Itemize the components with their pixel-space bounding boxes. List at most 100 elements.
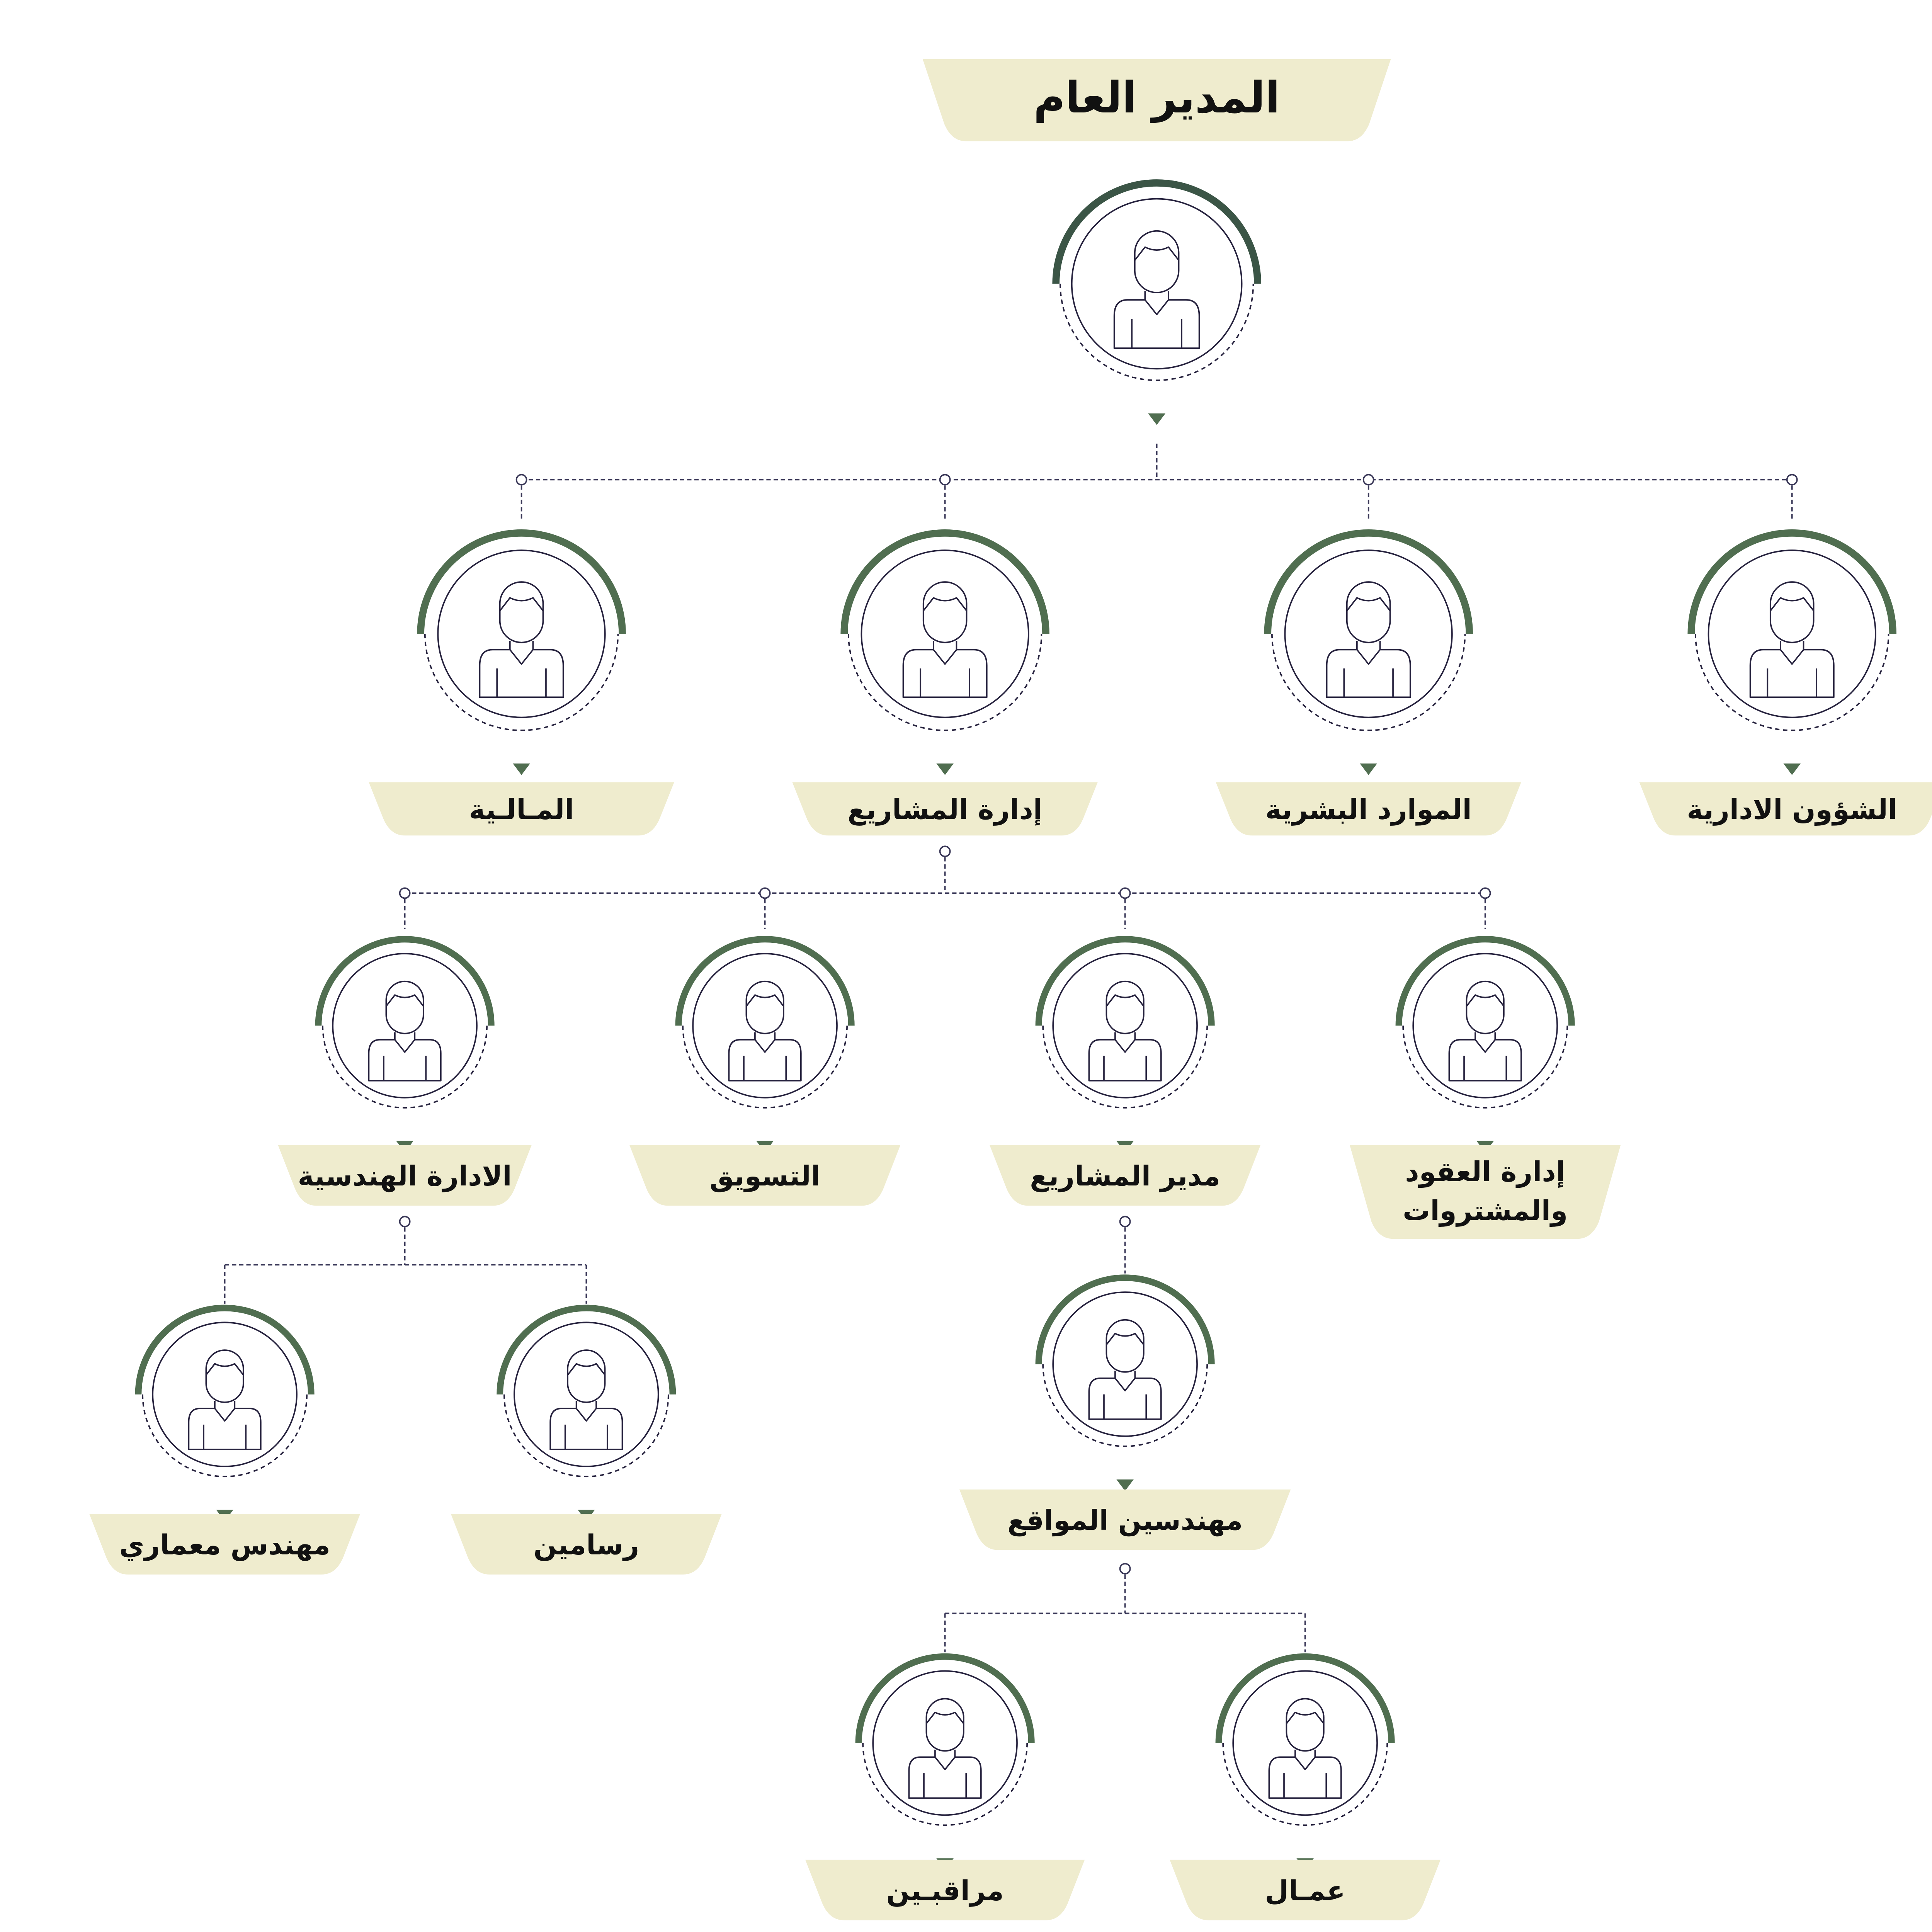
title-banner [922, 59, 1391, 141]
dashed-ring [847, 634, 1043, 731]
dashed-ring [1271, 634, 1466, 731]
label-banner [1639, 782, 1932, 836]
label-banner [959, 1489, 1291, 1550]
org-node-architect[interactable]: مهندس معماري [89, 1304, 361, 1575]
avatar-circle [437, 549, 606, 718]
dashed-ring [1042, 1364, 1208, 1447]
accent-arc [1052, 179, 1261, 284]
avatar-circle [1232, 1670, 1378, 1816]
org-node-workers[interactable]: عمـال [1170, 1653, 1441, 1920]
label-banner [1170, 1859, 1441, 1920]
org-node-projects-admin[interactable]: إدارة المشاريع [792, 529, 1098, 836]
avatar-circle [692, 953, 838, 1099]
label-banner [369, 782, 674, 836]
org-node-supervisors[interactable]: مراقبـين [805, 1653, 1085, 1920]
junction-dot [1786, 474, 1798, 486]
person-icon [549, 1349, 623, 1451]
dashed-ring [1402, 1026, 1568, 1109]
node-label: عمـال [1265, 1874, 1345, 1906]
down-arrow-icon [1360, 763, 1378, 775]
label-banner [629, 1145, 901, 1206]
label-banner [451, 1514, 722, 1575]
person-icon [1448, 980, 1522, 1082]
avatar-circle [514, 1321, 659, 1468]
dashed-ring [1695, 634, 1889, 731]
org-node-engineering[interactable]: الادارة الهندسية [278, 936, 532, 1206]
avatar-circle [1284, 549, 1453, 718]
label-banner [89, 1514, 361, 1575]
junction-dot [939, 474, 951, 486]
down-arrow-icon [1783, 763, 1801, 775]
org-node-draftsmen[interactable]: رسامين [451, 1304, 722, 1575]
dashed-ring [322, 1026, 488, 1109]
junction-dot [939, 845, 951, 857]
node-label: مهندس معماري [119, 1529, 330, 1561]
accent-arc [497, 1304, 676, 1395]
accent-arc [1035, 1274, 1215, 1364]
org-node-marketing[interactable]: التسويق [629, 936, 901, 1206]
avatar-circle [332, 953, 478, 1099]
person-icon [188, 1349, 262, 1451]
org-node-hr[interactable]: الموارد البشرية [1216, 529, 1521, 836]
avatar-circle [1708, 549, 1876, 718]
avatar-circle [1052, 1291, 1198, 1437]
label-banner [1216, 782, 1521, 836]
down-arrow-icon [936, 763, 954, 775]
accent-arc [675, 936, 855, 1026]
junction-dot [515, 474, 527, 486]
person-icon [479, 581, 564, 698]
org-node-project-manager[interactable]: مدير المشاريع [990, 936, 1261, 1206]
junction-dot [1119, 887, 1131, 899]
person-icon [1088, 1319, 1162, 1420]
dashed-ring [862, 1743, 1028, 1826]
person-icon [1113, 230, 1200, 349]
node-label-line: إدارة العقود [1405, 1156, 1565, 1188]
person-icon [1749, 581, 1835, 698]
avatar-circle [872, 1670, 1018, 1816]
dashed-ring [503, 1394, 669, 1478]
org-node-site-engineers[interactable]: مهندسين المواقع [959, 1274, 1291, 1550]
accent-arc [840, 529, 1049, 634]
down-arrow-icon [1148, 413, 1166, 425]
org-node-admin-affairs[interactable]: الشؤون الادارية [1639, 529, 1932, 836]
node-label: التسويق [709, 1160, 820, 1192]
down-arrow-icon [1116, 1479, 1134, 1491]
label-banner [805, 1859, 1085, 1920]
label-banner [278, 1145, 532, 1206]
label-banner [792, 782, 1098, 836]
junction-dot [759, 887, 771, 899]
junction-dot [399, 1216, 411, 1228]
avatar-circle [1071, 198, 1243, 370]
accent-arc [1035, 936, 1215, 1026]
person-icon [368, 980, 442, 1082]
node-label: إدارة المشاريع [847, 793, 1043, 826]
node-label: مراقبـين [886, 1874, 1003, 1906]
person-icon [1326, 581, 1411, 698]
label-banner [1350, 1145, 1621, 1239]
accent-arc [417, 529, 626, 634]
avatar-circle [1052, 953, 1198, 1099]
org-node-finance[interactable]: المـالـية [369, 529, 674, 836]
org-node-root[interactable]: المدير العام [922, 59, 1391, 425]
node-label: الادارة الهندسية [298, 1160, 512, 1192]
avatar-circle [152, 1321, 298, 1468]
person-icon [902, 581, 988, 698]
avatar-circle [861, 549, 1029, 718]
junction-dot [399, 887, 411, 899]
node-label: المـالـية [469, 793, 574, 825]
dashed-ring [142, 1394, 308, 1478]
node-label: الشؤون الادارية [1687, 793, 1897, 826]
junction-dot [1119, 1216, 1131, 1228]
node-label: مدير المشاريع [1030, 1160, 1220, 1192]
nodes: المدير العام المـالـية إدارة المشاريع الموا… [89, 59, 1932, 1920]
down-arrow-icon [513, 763, 530, 775]
dashed-ring [1222, 1743, 1388, 1826]
dashed-ring [1042, 1026, 1208, 1109]
chart-title: المدير العام [1034, 73, 1280, 123]
avatar-circle [1412, 953, 1558, 1099]
accent-arc [1395, 936, 1575, 1026]
accent-arc [1264, 529, 1473, 634]
node-label: مهندسين المواقع [1007, 1504, 1243, 1536]
